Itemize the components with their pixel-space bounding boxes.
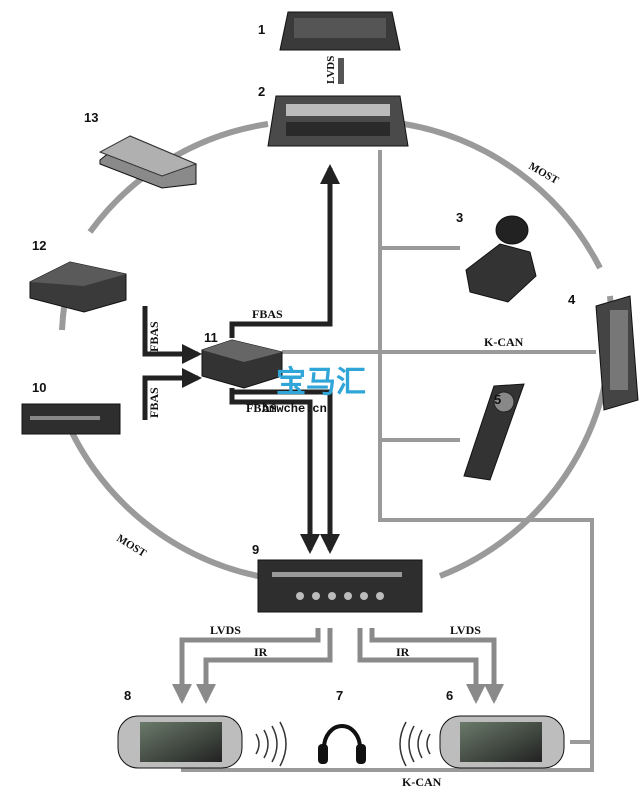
- fbas-signal-arrows: [142, 164, 340, 554]
- label-fbas-to-9: FBAS: [246, 401, 277, 415]
- label-component-11: 11: [204, 330, 218, 345]
- label-fbas-to-2: FBAS: [252, 307, 283, 321]
- watermark-logo: 宝马汇: [276, 365, 366, 399]
- rear-player-device: [257, 559, 423, 613]
- label-ir-right: IR: [396, 645, 410, 659]
- controller-device: [465, 215, 537, 303]
- label-k-can-mid: K-CAN: [484, 335, 524, 349]
- label-component-3: 3: [456, 210, 463, 225]
- label-lvds-left: LVDS: [210, 623, 241, 637]
- label-fbas-from-10: FBAS: [147, 387, 161, 418]
- label-component-5: 5: [494, 392, 501, 407]
- label-component-6: 6: [446, 688, 453, 703]
- module-13-device: [98, 135, 198, 189]
- dvd-changer-device: [21, 403, 121, 435]
- label-lvds-right: LVDS: [450, 623, 481, 637]
- label-component-9: 9: [252, 542, 259, 557]
- label-component-4: 4: [568, 292, 576, 307]
- label-lvds-top: LVDS: [325, 56, 337, 84]
- remote-control-device: [463, 383, 525, 481]
- watermark-url: bmwche.cn: [262, 402, 327, 416]
- ir-waves-icon: [255, 721, 431, 767]
- video-module-device: [201, 339, 283, 389]
- head-unit-panel-device: [267, 95, 409, 147]
- label-most-left: MOST: [114, 532, 148, 560]
- central-display-device: [279, 11, 401, 51]
- label-component-12: 12: [32, 238, 46, 253]
- label-component-10: 10: [32, 380, 46, 395]
- rear-display-arrows: [172, 628, 504, 704]
- module-12-device: [29, 261, 127, 313]
- label-component-13: 13: [84, 110, 98, 125]
- rear-left-display-device: [117, 715, 243, 769]
- label-component-7: 7: [336, 688, 343, 703]
- label-fbas-from-12: FBAS: [147, 321, 161, 352]
- label-component-8: 8: [124, 688, 131, 703]
- k-can-bus: [181, 150, 596, 772]
- lvds-link-1-2: [338, 58, 344, 84]
- label-component-2: 2: [258, 84, 265, 99]
- label-k-can-bottom: K-CAN: [402, 775, 442, 789]
- label-ir-left: IR: [254, 645, 268, 659]
- headphones-device: [318, 724, 366, 764]
- rear-right-display-device: [439, 715, 565, 769]
- label-component-1: 1: [258, 22, 265, 37]
- control-module-device: [595, 295, 639, 411]
